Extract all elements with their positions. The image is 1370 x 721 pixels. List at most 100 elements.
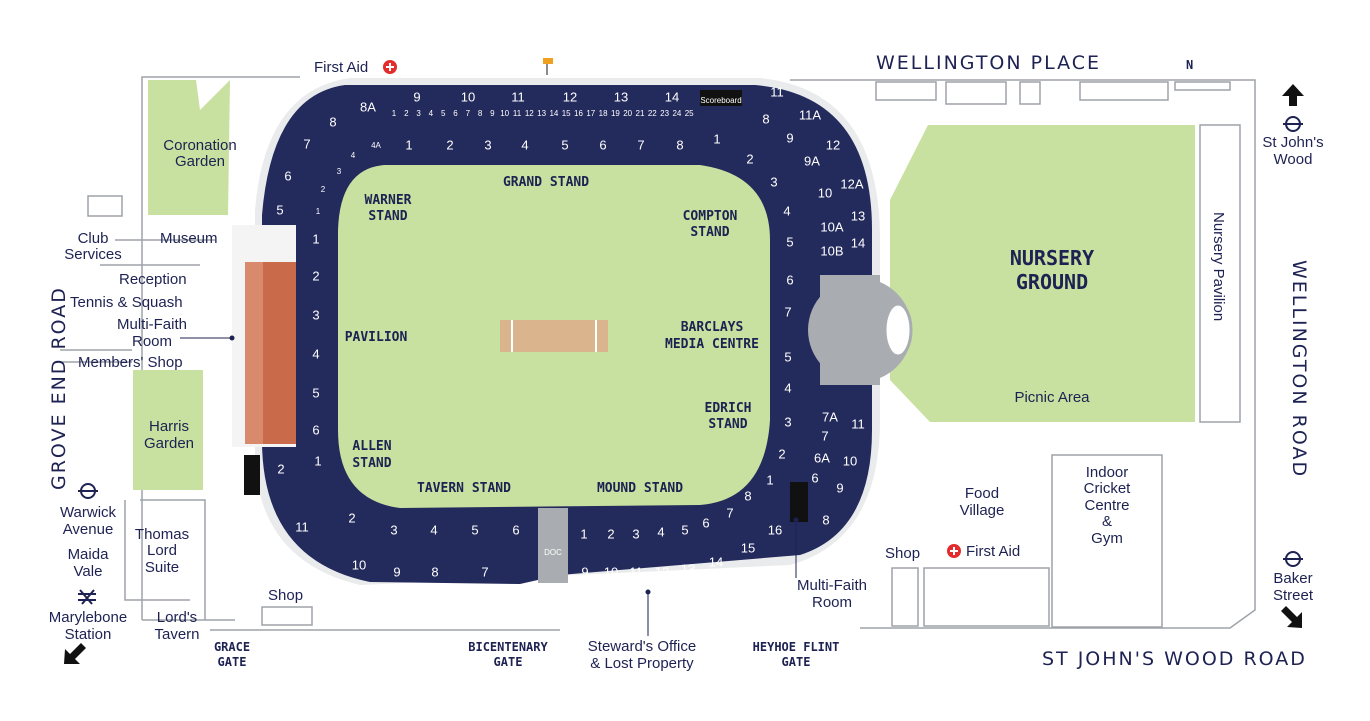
compton-lower-section-5[interactable]: 5 (786, 234, 793, 249)
tavern-upper-section-7[interactable]: 7 (481, 564, 488, 579)
grand-row-section-22[interactable]: 22 (648, 109, 657, 118)
heyhoe-flint-gate-label-2[interactable]: GATE (782, 655, 811, 669)
mound-upper-section-11[interactable]: 11 (629, 564, 643, 579)
warner-upper-section-5[interactable]: 5 (276, 202, 283, 217)
warner-upper-section-7[interactable]: 7 (303, 136, 310, 151)
mound-upper-section-13[interactable]: 13 (681, 561, 695, 576)
grand-row-section-8[interactable]: 8 (478, 109, 483, 118)
grand-row-section-4[interactable]: 4 (429, 109, 434, 118)
grand-row-section-5[interactable]: 5 (441, 109, 446, 118)
mound-lower-section-6[interactable]: 6 (702, 515, 709, 530)
tavern-lower-section-6[interactable]: 6 (512, 522, 519, 537)
tavern-upper-section-11[interactable]: 11 (295, 519, 309, 534)
grand-upper-section-13[interactable]: 13 (614, 89, 628, 104)
edrich-upper-section-7A[interactable]: 7A (822, 409, 838, 424)
compton-upper-section-12[interactable]: 12 (826, 137, 840, 152)
warner-upper-section-6[interactable]: 6 (284, 168, 291, 183)
compton-lower-section-6[interactable]: 6 (786, 272, 793, 287)
grand-upper-section-14[interactable]: 14 (665, 89, 679, 104)
warner-lower-section-4A[interactable]: 4A (371, 141, 381, 150)
compton-upper-section-10A[interactable]: 10A (820, 219, 843, 234)
compton-lower-section-4[interactable]: 4 (783, 203, 790, 218)
compton-upper-section-9[interactable]: 9 (786, 130, 793, 145)
tavern-lower-section-4[interactable]: 4 (430, 522, 437, 537)
grand-row-section-1[interactable]: 1 (392, 109, 397, 118)
grand-row-section-6[interactable]: 6 (453, 109, 458, 118)
mound-lower-section-8[interactable]: 8 (744, 488, 751, 503)
grand-row-section-16[interactable]: 16 (574, 109, 583, 118)
compton-lower-section-3[interactable]: 3 (770, 174, 777, 189)
warner-upper-section-8A[interactable]: 8A (360, 99, 376, 114)
warner-lower-section-2[interactable]: 2 (321, 185, 326, 194)
heyhoe-flint-gate-label-1[interactable]: HEYHOE FLINT (753, 640, 840, 654)
grand-row-section-2[interactable]: 2 (404, 109, 409, 118)
grand-row-section-13[interactable]: 13 (537, 109, 546, 118)
edrich-upper-section-6[interactable]: 6 (811, 470, 818, 485)
bicentenary-gate-label-2[interactable]: GATE (494, 655, 523, 669)
grand-lower-section-4[interactable]: 4 (521, 137, 528, 152)
grace-gate-label-1[interactable]: GRACE (214, 640, 250, 654)
grand-row-section-9[interactable]: 9 (490, 109, 495, 118)
tavern-upper-section-10[interactable]: 10 (352, 557, 366, 572)
grand-lower-section-7[interactable]: 7 (637, 137, 644, 152)
edrich-lower-section-2[interactable]: 2 (778, 446, 785, 461)
pavilion-section-5[interactable]: 5 (312, 385, 319, 400)
grand-row-section-3[interactable]: 3 (416, 109, 421, 118)
grand-row-section-21[interactable]: 21 (636, 109, 645, 118)
media-lower-section-3[interactable]: 3 (784, 414, 791, 429)
allen-section-1[interactable]: 1 (314, 453, 321, 468)
pavilion-section-2[interactable]: 2 (312, 268, 319, 283)
grace-gate-label-2[interactable]: GATE (218, 655, 247, 669)
allen-section-2[interactable]: 2 (277, 461, 284, 476)
mound-lower-section-4[interactable]: 4 (657, 524, 664, 539)
tavern-upper-section-9[interactable]: 9 (393, 564, 400, 579)
warner-lower-section-3[interactable]: 3 (337, 167, 342, 176)
compton-upper-section-11A[interactable]: 11A (799, 107, 821, 122)
edrich-upper-section-9[interactable]: 9 (836, 480, 843, 495)
grand-row-section-18[interactable]: 18 (599, 109, 608, 118)
mound-lower-section-3[interactable]: 3 (632, 526, 639, 541)
grand-row-section-24[interactable]: 24 (672, 109, 681, 118)
grand-row-section-11[interactable]: 11 (513, 109, 522, 118)
compton-lower-section-7[interactable]: 7 (784, 304, 791, 319)
edrich-upper-section-7[interactable]: 7 (821, 428, 828, 443)
mound-upper-section-16[interactable]: 16 (768, 522, 782, 537)
edrich-upper-section-10[interactable]: 10 (843, 453, 857, 468)
grand-upper-section-9[interactable]: 9 (413, 89, 420, 104)
grand-lower-section-3[interactable]: 3 (484, 137, 491, 152)
warner-lower-section-1[interactable]: 1 (316, 207, 321, 216)
edrich-upper-section-6A[interactable]: 6A (814, 450, 830, 465)
tavern-lower-section-3[interactable]: 3 (390, 522, 397, 537)
grand-row-section-12[interactable]: 12 (525, 109, 534, 118)
compton-upper-section-8[interactable]: 8 (762, 111, 769, 126)
mound-upper-section-12[interactable]: 12 (655, 564, 669, 579)
pavilion-section-4[interactable]: 4 (312, 346, 319, 361)
compton-upper-section-13[interactable]: 13 (851, 208, 865, 223)
grand-row-section-17[interactable]: 17 (586, 109, 595, 118)
north-gate-label[interactable]: N (1186, 58, 1193, 72)
grand-lower-section-5[interactable]: 5 (561, 137, 568, 152)
grand-lower-section-8[interactable]: 8 (676, 137, 683, 152)
tavern-lower-section-5[interactable]: 5 (471, 522, 478, 537)
compton-lower-section-1[interactable]: 1 (713, 131, 720, 146)
grand-row-section-23[interactable]: 23 (660, 109, 669, 118)
edrich-upper-section-11[interactable]: 11 (851, 416, 865, 431)
compton-lower-section-2[interactable]: 2 (746, 151, 753, 166)
grand-row-section-15[interactable]: 15 (562, 109, 571, 118)
grand-row-section-7[interactable]: 7 (466, 109, 471, 118)
compton-upper-section-12A[interactable]: 12A (840, 176, 863, 191)
compton-upper-section-14[interactable]: 14 (851, 235, 865, 250)
warner-lower-section-4[interactable]: 4 (351, 151, 356, 160)
grand-row-section-10[interactable]: 10 (500, 109, 509, 118)
edrich-upper-section-8[interactable]: 8 (822, 512, 829, 527)
grand-row-section-25[interactable]: 25 (685, 109, 694, 118)
mound-upper-section-14[interactable]: 14 (709, 554, 723, 569)
compton-upper-section-11[interactable]: 11 (770, 84, 784, 99)
media-lower-section-4[interactable]: 4 (784, 380, 791, 395)
compton-upper-section-10[interactable]: 10 (818, 185, 832, 200)
tavern-upper-section-8[interactable]: 8 (431, 564, 438, 579)
pavilion-section-6[interactable]: 6 (312, 422, 319, 437)
grand-upper-section-10[interactable]: 10 (461, 89, 475, 104)
mound-upper-section-15[interactable]: 15 (741, 540, 755, 555)
tavern-lower-section-2[interactable]: 2 (348, 510, 355, 525)
